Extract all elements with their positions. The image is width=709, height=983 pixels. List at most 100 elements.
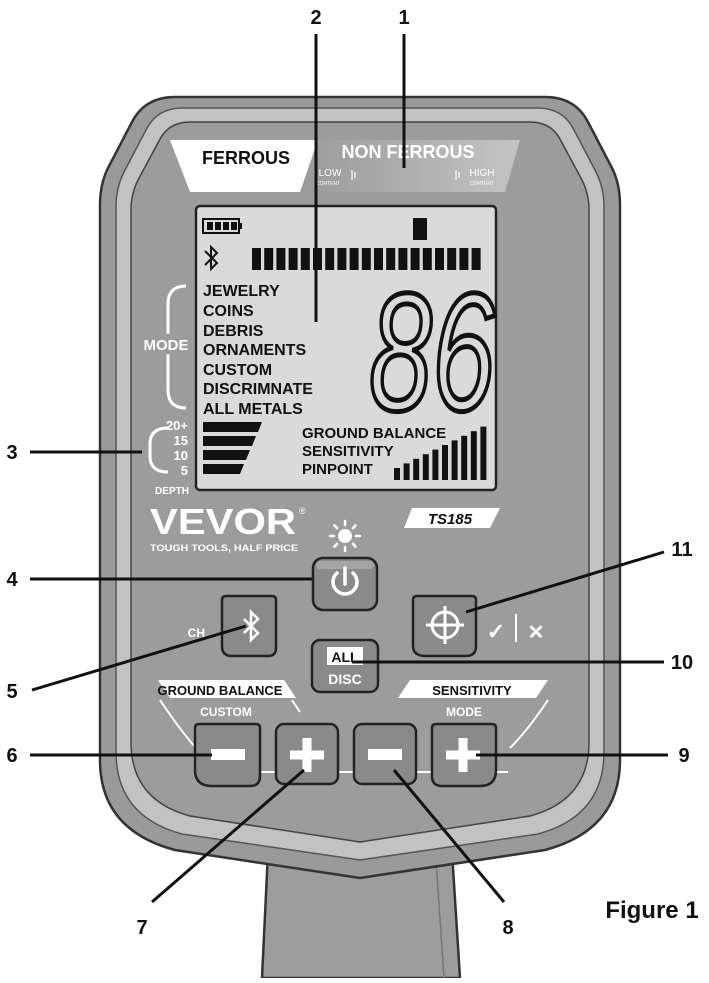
brand-logo: VEVOR	[150, 501, 296, 542]
depth-tick: 15	[174, 433, 188, 448]
sens-bracket	[509, 699, 549, 749]
sensitivity-label: SENSITIVITY	[432, 683, 512, 698]
sensitivity-segment	[403, 463, 410, 480]
depth-tick: 5	[181, 463, 188, 478]
sensitivity-segment	[422, 454, 429, 480]
brand-tagline: TOUGH TOOLS, HALF PRICE	[150, 543, 298, 554]
bluetooth-icon	[243, 608, 260, 644]
lcd-bluetooth-icon	[204, 244, 219, 272]
target-id-marker	[413, 218, 427, 240]
non-ferrous-label: NON FERROUS	[341, 142, 474, 162]
ferrous-label: FERROUS	[202, 148, 290, 168]
low-content-sub: CONTENT	[316, 181, 340, 187]
power-icon	[331, 566, 359, 596]
id-segment	[410, 248, 420, 270]
all-disc-button[interactable]: ALL DISC	[310, 638, 380, 694]
sensitivity-indicator: SENSITIVITY	[302, 443, 394, 460]
callout-9: 9	[678, 745, 689, 767]
depth-bracket	[148, 426, 169, 474]
id-segment	[471, 248, 481, 270]
disc-label: DISC	[328, 671, 361, 687]
ch-label: CH	[188, 626, 205, 640]
brand-registered: ®	[299, 506, 306, 516]
depth-tick: 10	[174, 448, 188, 463]
leader-lines	[30, 34, 668, 904]
callout-1: 1	[398, 7, 409, 29]
id-segment	[398, 248, 408, 270]
id-segment	[361, 248, 371, 270]
mode-list: JEWELRY COINS DEBRIS ORNAMENTS CUSTOM DI…	[203, 283, 313, 418]
callout-4: 4	[6, 569, 18, 591]
ground-balance-label: GROUND BALANCE	[158, 683, 283, 698]
id-segment	[288, 248, 298, 270]
id-segment	[386, 248, 396, 270]
pinpoint-indicator: PINPOINT	[302, 461, 373, 478]
pinpoint-button[interactable]	[411, 594, 478, 658]
id-segment	[300, 248, 310, 270]
custom-label: CUSTOM	[200, 705, 252, 719]
crosshair-icon	[426, 606, 464, 644]
plus-icon	[446, 738, 480, 772]
figure-caption: Figure 1	[605, 897, 698, 924]
mode-item: ALL METALS	[203, 401, 303, 418]
callout-7: 7	[136, 917, 147, 939]
sensitivity-segment	[413, 458, 420, 480]
callout-8: 8	[502, 917, 513, 939]
ground-balance-pill	[158, 680, 296, 698]
power-button[interactable]	[311, 556, 379, 612]
sensitivity-bars	[394, 426, 487, 480]
target-id-readout: 86	[369, 258, 495, 446]
mode-item: ORNAMENTS	[203, 342, 306, 359]
ground-balance-minus-button[interactable]	[193, 722, 262, 788]
id-segment	[435, 248, 444, 270]
depth-label: DEPTH	[155, 486, 189, 497]
plus-icon	[290, 738, 324, 772]
sensitivity-segment	[442, 445, 448, 480]
sensitivity-segment	[451, 440, 458, 480]
gb-bracket	[159, 699, 301, 749]
sensitivity-plus-button[interactable]	[430, 722, 498, 788]
sensitivity-minus-button[interactable]	[352, 722, 418, 786]
low-content-label: LOW	[319, 168, 342, 179]
id-segment	[374, 248, 383, 270]
mode-item: CUSTOM	[203, 362, 272, 379]
id-segment	[252, 248, 261, 270]
id-segment	[325, 248, 335, 270]
sensitivity-segment	[432, 449, 439, 480]
sun-icon	[328, 519, 362, 553]
id-segment	[422, 248, 432, 270]
sensitivity-segment	[461, 435, 468, 480]
mode-label: MODE	[144, 337, 189, 354]
id-segment	[349, 248, 359, 270]
callout-11: 11	[671, 539, 692, 561]
ground-balance-indicator: GROUND BALANCE	[302, 425, 446, 442]
id-segment	[276, 248, 286, 270]
depth-bars	[203, 422, 262, 474]
ferrous-tab	[170, 140, 318, 192]
sensitivity-pill	[398, 680, 548, 698]
sensitivity-segment	[394, 468, 400, 480]
depth-tick: 20+	[166, 418, 188, 433]
id-segment	[459, 248, 469, 270]
callout-2: 2	[310, 7, 321, 29]
battery-icon	[202, 218, 242, 234]
id-segment	[264, 248, 274, 270]
high-content-label: HIGH	[470, 168, 495, 179]
ground-balance-plus-button[interactable]	[274, 722, 340, 786]
minus-icon	[368, 749, 402, 760]
callout-3: 3	[6, 442, 17, 464]
mode-item: DISCRIMNATE	[203, 381, 313, 398]
cancel-icon: ✕	[528, 622, 545, 644]
bluetooth-button[interactable]	[220, 594, 278, 658]
mode-item: COINS	[203, 303, 254, 320]
low-content-icon	[351, 170, 356, 180]
minus-icon	[211, 749, 245, 760]
callout-10: 10	[671, 652, 693, 674]
sensitivity-segment	[480, 426, 487, 480]
mode-item: DEBRIS	[203, 323, 264, 340]
sensitivity-segment	[470, 431, 477, 480]
id-segment	[447, 248, 457, 270]
high-content-sub: CONTENT	[470, 181, 494, 187]
